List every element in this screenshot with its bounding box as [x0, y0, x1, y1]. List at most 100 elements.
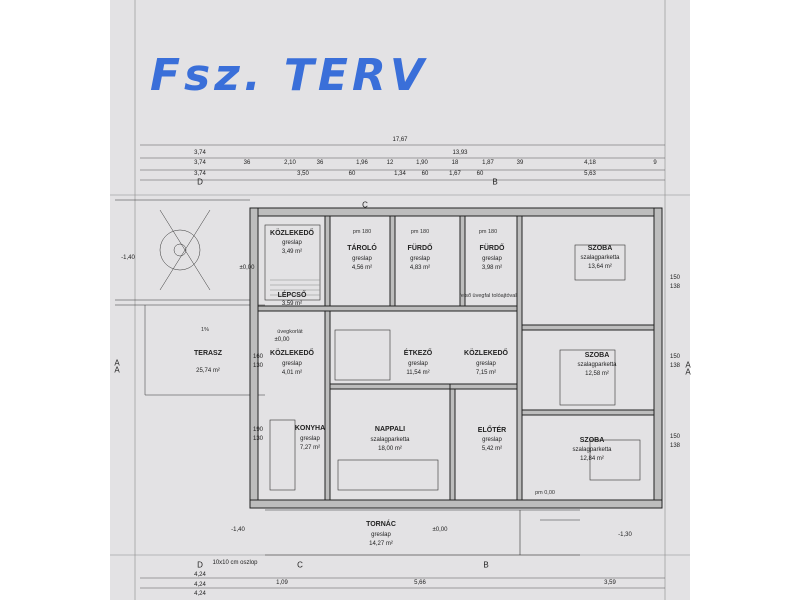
room-name: FÜRDŐ — [479, 245, 505, 252]
level-marker: -1,30 — [618, 532, 632, 538]
room-name: NAPPALI — [374, 426, 406, 433]
room-material: greslap — [410, 256, 430, 262]
note-slope: 1% — [201, 327, 209, 333]
room-name: KÖZLEKEDŐ — [464, 350, 508, 357]
room-material: greslap — [482, 256, 502, 262]
level-marker: ±0,00 — [274, 337, 290, 343]
note-pm: pm 180 — [478, 229, 498, 235]
section-marker: A — [114, 358, 120, 368]
room-area: 14,27 m² — [369, 541, 393, 547]
note-pm: pm 180 — [410, 229, 430, 235]
room-area: 12,58 m² — [585, 371, 609, 377]
room-name: SZOBA — [579, 437, 605, 444]
dim-top-row2: 1,67 — [449, 171, 461, 177]
room-area: 5,42 m² — [481, 446, 503, 452]
room-area: 7,15 m² — [475, 370, 497, 376]
room-area: 12,84 m² — [580, 456, 604, 462]
dim-top-row1: 2,10 — [284, 160, 296, 166]
room-name: TORNÁC — [366, 521, 396, 528]
dim-top-row2: 1,34 — [394, 171, 406, 177]
room-area: 3,49 m² — [281, 249, 303, 255]
dim-left: 160 — [252, 354, 264, 360]
dim-top-row1: 1,96 — [356, 160, 368, 166]
level-marker: -1,40 — [121, 255, 135, 261]
dim-top-row1: 36 — [316, 160, 324, 166]
dim-right: 150 — [669, 434, 681, 440]
room-area: 13,64 m² — [588, 264, 612, 270]
dim-top-row1: 4,18 — [584, 160, 596, 166]
dim-top-row1: 3,74 — [194, 160, 206, 166]
room-area: 4,83 m² — [409, 265, 431, 271]
dim-right: 150 — [669, 354, 681, 360]
dim-bottom: 5,66 — [414, 580, 426, 586]
room-area: 18,00 m² — [378, 446, 402, 452]
room-area: 7,27 m² — [299, 445, 321, 451]
room-material: greslap — [282, 240, 302, 246]
room-name: ELŐTÉR — [477, 427, 507, 434]
room-material: szalagparketta — [577, 362, 617, 368]
room-material: greslap — [352, 256, 372, 262]
dim-left: 130 — [252, 363, 264, 369]
dim-top-row2: 60 — [421, 171, 429, 177]
level-marker: -1,40 — [231, 527, 245, 533]
dim-bottom: 4,24 — [194, 591, 206, 597]
room-name: TÁROLÓ — [347, 245, 377, 252]
room-name: KONYHA — [294, 425, 326, 432]
dim-top-row2: 3,50 — [297, 171, 309, 177]
room-name: KÖZLEKEDŐ — [270, 230, 314, 237]
dim-top-row1: 1,87 — [482, 160, 494, 166]
dim-bottom: 4,24 — [194, 572, 206, 578]
room-name: SZOBA — [587, 245, 613, 252]
dim-top-row1: 9 — [653, 160, 657, 166]
dim-right: 138 — [669, 363, 681, 369]
room-name: SZOBA — [584, 352, 610, 359]
dim-top-row1: 12 — [386, 160, 394, 166]
dim-left: 130 — [252, 436, 264, 442]
dim-top-row1: 39 — [516, 160, 524, 166]
dim-bottom: 1,09 — [276, 580, 288, 586]
room-material: szalagparketta — [572, 447, 612, 453]
room-material: szalagparketta — [370, 437, 410, 443]
room-area: 3,59 m² — [281, 301, 303, 307]
room-material: szalagparketta — [580, 255, 620, 261]
dim-right: 150 — [669, 275, 681, 281]
section-marker: B — [483, 560, 489, 570]
level-marker: ±0,00 — [432, 527, 448, 533]
room-material: greslap — [476, 361, 496, 367]
dim-top-row1: 3,74 — [194, 150, 206, 156]
dim-top-right: 13,93 — [452, 150, 468, 156]
dim-left: 190 — [252, 427, 264, 433]
room-material: greslap — [408, 361, 428, 367]
dim-right: 138 — [669, 443, 681, 449]
dim-top-row2: 5,63 — [584, 171, 596, 177]
section-marker: B — [492, 177, 498, 187]
room-name: ÉTKEZŐ — [403, 350, 433, 357]
dim-top-row2: 60 — [348, 171, 356, 177]
room-area: 4,56 m² — [351, 265, 373, 271]
section-marker: A — [114, 365, 120, 375]
room-material: greslap — [282, 361, 302, 367]
dim-top-row1: 1,90 — [416, 160, 428, 166]
section-marker: C — [362, 200, 368, 210]
dim-top-row1: 18 — [451, 160, 459, 166]
dim-top-row1: 36 — [243, 160, 251, 166]
room-name: FÜRDŐ — [407, 245, 433, 252]
note-pm: pm 0,00 — [535, 490, 555, 496]
room-material: greslap — [300, 436, 320, 442]
dim-top-total: 17,67 — [392, 137, 408, 143]
section-marker: A — [685, 360, 691, 370]
section-marker: D — [197, 177, 203, 187]
dim-top-row2: 3,74 — [194, 171, 206, 177]
note-pm: pm 180 — [352, 229, 372, 235]
section-marker: C — [297, 560, 303, 570]
note-upper-glass-wall: felső üvegfal tolóajtóval — [459, 293, 517, 299]
room-name: TERASZ — [194, 350, 222, 357]
dim-bottom: 4,24 — [194, 582, 206, 588]
note-glass-railing: üvegkorlát — [277, 329, 303, 335]
handwritten-title: Fsz. TERV — [150, 50, 428, 101]
room-material: greslap — [482, 437, 502, 443]
section-marker: D — [197, 560, 203, 570]
room-area: 4,01 m² — [281, 370, 303, 376]
room-area: 11,54 m² — [406, 370, 430, 376]
